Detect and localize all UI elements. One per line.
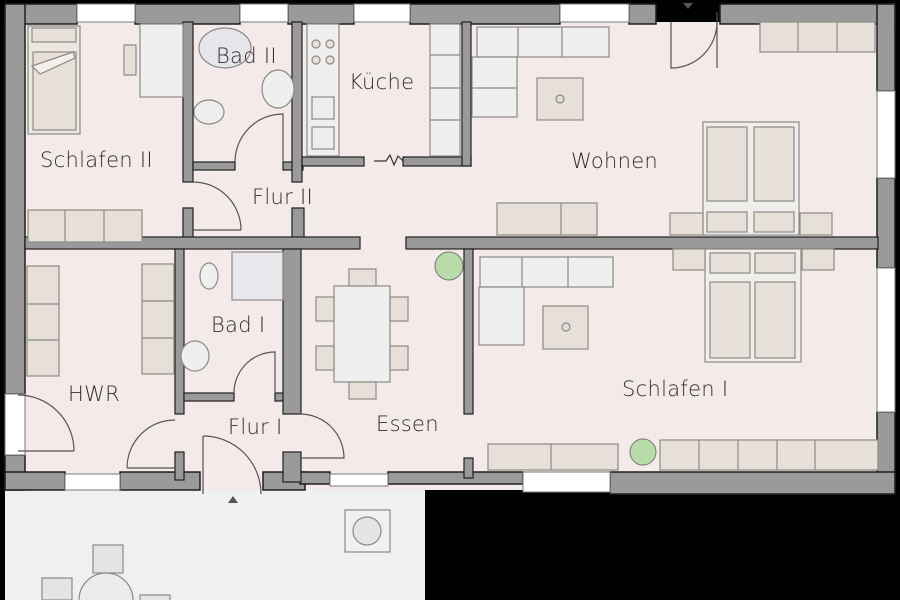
windows (4, 3, 896, 493)
room-label-flur2: Flur II (252, 185, 314, 209)
room-label-wohnen: Wohnen (571, 149, 659, 173)
sliding-door-icon (374, 153, 404, 167)
room-label-bad2: Bad II (216, 44, 277, 68)
room-label-essen: Essen (376, 412, 439, 436)
entrance-marker-top-icon (683, 3, 693, 9)
room-label-schlafen1: Schlafen I (622, 377, 729, 401)
room-label-flur1: Flur I (228, 415, 283, 439)
room-label-hwr: HWR (68, 382, 121, 406)
room-label-bad1: Bad I (211, 313, 266, 337)
room-label-kueche: Küche (349, 70, 415, 94)
interior-walls (24, 21, 879, 483)
entrance-marker-icon (228, 496, 238, 503)
outer-walls (4, 3, 896, 495)
furniture (26, 21, 879, 600)
room-label-schlafen2: Schlafen II (40, 148, 153, 172)
outer-left-bar (0, 490, 5, 600)
door-swings (17, 12, 718, 495)
plants (434, 251, 657, 466)
